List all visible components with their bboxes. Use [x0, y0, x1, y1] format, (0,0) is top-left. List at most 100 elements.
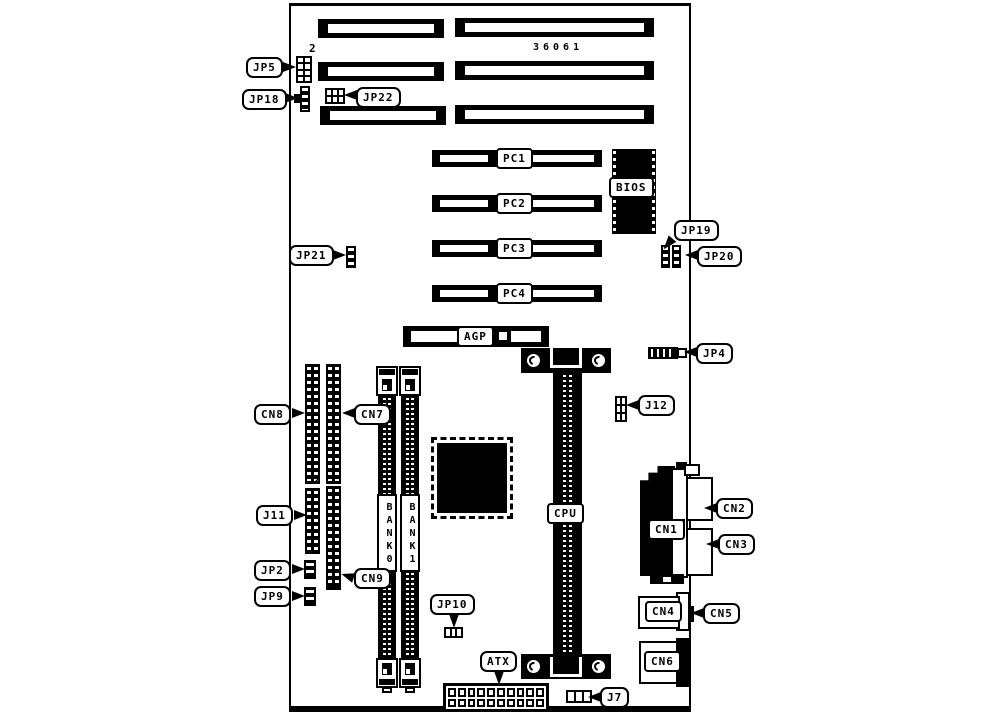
- label-pc1: PC1: [496, 148, 533, 169]
- label-cn9: CN9: [354, 568, 391, 589]
- callout-pointer: [685, 250, 698, 260]
- label-j12: J12: [638, 395, 675, 416]
- slot-stripe: [465, 66, 644, 75]
- callout-pointer: [283, 62, 296, 72]
- label-cn4: CN4: [645, 601, 682, 622]
- dimm-latch: [376, 658, 398, 688]
- pin-cell: [477, 698, 486, 707]
- jp19-header: [661, 245, 670, 268]
- pin-cell: [622, 398, 625, 404]
- pin-cell: [305, 64, 310, 69]
- pin-cell: [617, 406, 620, 412]
- label-jp5: JP5: [246, 57, 283, 78]
- jp18-header: [300, 86, 310, 112]
- latch-bar: [402, 369, 418, 375]
- pin-cell: [516, 688, 525, 697]
- dimm-tab: [382, 687, 392, 693]
- cn7-header: [326, 364, 341, 484]
- callout-pointer: [294, 510, 307, 520]
- pin-cell: [448, 688, 456, 697]
- pin-cell: [457, 698, 466, 707]
- pin-cell: [584, 692, 590, 701]
- slot-stripe: [465, 23, 644, 32]
- label-pc2: PC2: [496, 193, 533, 214]
- label-j11: J11: [256, 505, 293, 526]
- pin-cell: [298, 70, 303, 75]
- dimm-latch: [376, 366, 398, 396]
- pin-cell: [448, 698, 456, 707]
- pin-cell: [451, 629, 456, 636]
- label-cn3: CN3: [718, 534, 755, 555]
- label-jp9: JP9: [254, 586, 291, 607]
- pin-cell: [327, 90, 331, 95]
- jp5-header: [296, 56, 312, 83]
- label-jp18: JP18: [242, 89, 287, 110]
- pin-cell: [526, 698, 535, 707]
- callout-pointer: [292, 591, 305, 601]
- cpu-bracket-top: [521, 348, 611, 373]
- pin-cell: [536, 698, 544, 707]
- cpu-bracket-bottom: [521, 654, 611, 679]
- callout-pointer: [292, 408, 305, 418]
- cn9-header: [326, 486, 341, 590]
- slot-key: [499, 332, 507, 340]
- jp4-header: [648, 347, 678, 359]
- slot-stripe: [328, 24, 434, 33]
- callout-pointer: [285, 93, 298, 103]
- callout-pointer: [588, 692, 601, 702]
- slot-stripe: [328, 67, 434, 76]
- cn1-bottom-tab: [673, 574, 684, 584]
- pin-cell: [506, 698, 515, 707]
- label-jp2: JP2: [254, 560, 291, 581]
- slot-stripe: [465, 110, 644, 119]
- label-jp10: JP10: [430, 594, 475, 615]
- latch-bar: [379, 679, 395, 685]
- pin-cell: [622, 406, 625, 412]
- callout-pointer: [449, 614, 459, 628]
- cn8-header: [305, 364, 320, 484]
- pin1-marker: 2: [309, 42, 316, 55]
- pin-cell: [477, 688, 486, 697]
- screw-hole-icon: [527, 354, 540, 367]
- label-cn5: CN5: [703, 603, 740, 624]
- callout-pointer: [333, 250, 346, 260]
- pin-cell: [298, 58, 303, 63]
- callout-pointer: [704, 503, 717, 513]
- pin-cell: [333, 90, 337, 95]
- pin-cell: [536, 688, 544, 697]
- pin-cell: [305, 70, 310, 75]
- label-bank0: BANK0: [377, 494, 397, 572]
- jp22-header: [325, 88, 345, 104]
- board-part-number: 36061: [533, 42, 584, 53]
- latch-hook: [405, 379, 415, 391]
- label-cn7: CN7: [354, 404, 391, 425]
- callout-pointer: [706, 539, 719, 549]
- pin-cell: [497, 688, 505, 697]
- label-pc4: PC4: [496, 283, 533, 304]
- label-jp21: JP21: [289, 245, 334, 266]
- pin-cell: [298, 64, 303, 69]
- pin-cell: [327, 97, 331, 102]
- cn6-edge-bar: [676, 638, 689, 687]
- pin-cell: [487, 698, 495, 707]
- j11-header: [305, 488, 320, 554]
- callout-pointer: [494, 671, 504, 685]
- latch-hook: [382, 379, 392, 391]
- pin-cell: [457, 629, 461, 636]
- label-cn6: CN6: [644, 651, 681, 672]
- bracket-notch: [550, 348, 582, 368]
- cn2-port: [686, 477, 713, 521]
- pin-cell: [305, 76, 310, 81]
- pin-cell: [467, 688, 476, 697]
- pin-cell: [617, 414, 620, 420]
- callout-pointer: [292, 564, 305, 574]
- pin-cell: [467, 698, 476, 707]
- slot-stripe: [411, 331, 457, 342]
- jp2-header: [304, 560, 316, 579]
- jp10-header: [444, 627, 463, 638]
- j7-header: [566, 690, 592, 703]
- cn1-top-bracket: [684, 464, 700, 476]
- pin-cell: [617, 398, 620, 404]
- isa-slot: [318, 62, 444, 81]
